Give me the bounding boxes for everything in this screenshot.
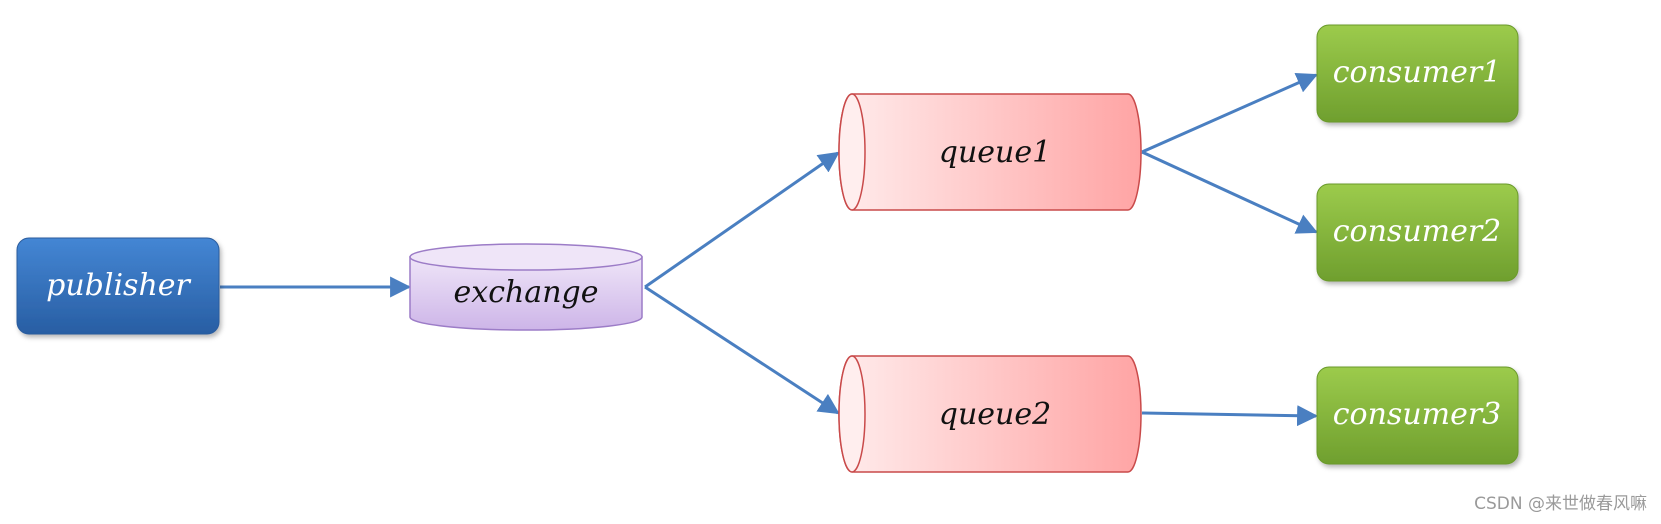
consumer1-node: consumer1 (1316, 24, 1519, 123)
watermark: CSDN @来世做春风嘛 (1474, 494, 1647, 514)
consumer2-label: consumer2 (1333, 214, 1502, 249)
queue2-node: queue2 (838, 355, 1142, 473)
edge-exchange-queue1 (644, 151, 840, 289)
consumer1-label: consumer1 (1333, 55, 1502, 90)
queue1-node: queue1 (838, 93, 1142, 211)
consumer3-label: consumer3 (1333, 397, 1502, 432)
exchange-node: exchange (409, 243, 643, 331)
edge-exchange-queue2 (644, 285, 840, 415)
queue2-label: queue2 (939, 397, 1051, 432)
publisher-label: publisher (46, 268, 191, 303)
consumer3-node: consumer3 (1316, 366, 1519, 465)
edge-queue2-consumer3 (1141, 405, 1319, 427)
consumer2-node: consumer2 (1316, 183, 1519, 282)
edge-queue1-consumer2 (1141, 150, 1318, 234)
queue1-label: queue1 (939, 135, 1051, 170)
edge-queue1-consumer1 (1141, 73, 1318, 154)
edges (220, 73, 1319, 427)
publisher-node: publisher (16, 237, 220, 335)
exchange-label: exchange (454, 275, 599, 310)
